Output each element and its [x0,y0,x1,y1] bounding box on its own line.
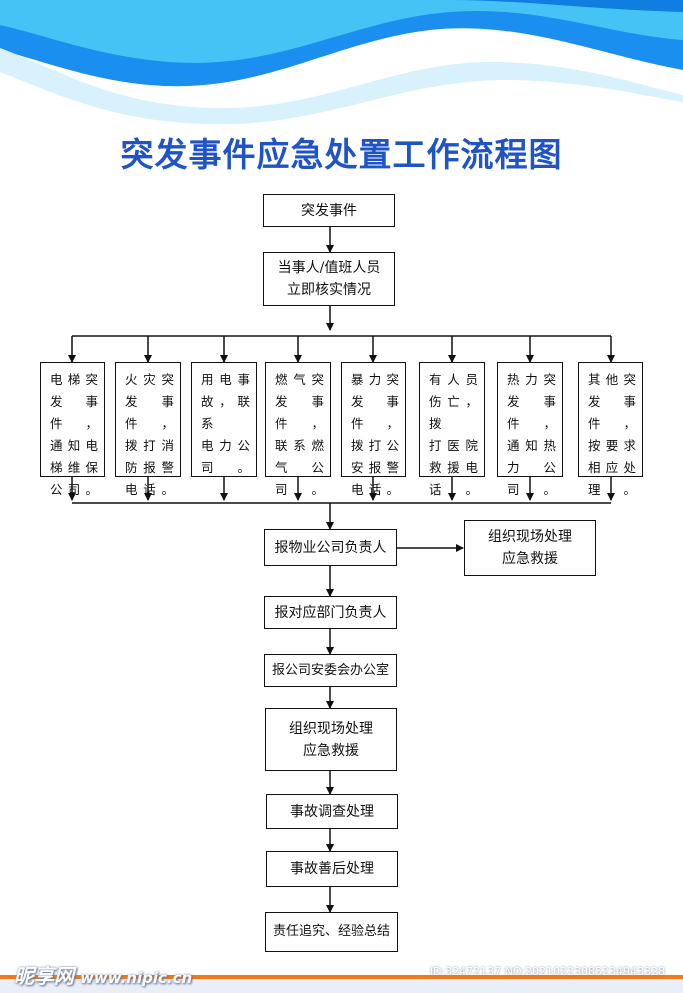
category-other: 其他突 发事件， 按要求 相应处 理。 [578,362,643,497]
step-investigate: 事故调查处理 [266,794,398,829]
category-casualty: 有人员 伤亡，拨 打医院 救援电 话。 [419,362,485,497]
category-electric: 用电事 故，联系 电力公 司。 [191,362,257,477]
category-fire: 火灾突 发事件， 拨打消 防报警 电话。 [115,362,181,497]
category-elevator: 电梯突 发事件， 通知电 梯维保 公司。 [40,362,105,497]
category-violence: 暴力突 发事件， 拨打公 安报警 电话。 [341,362,406,497]
watermark-id: ID:32472137 NO:20210223085234943328 [429,965,665,978]
page-title: 突发事件应急处置工作流程图 [120,135,563,174]
category-gas: 燃气突 发事件， 联系燃 气公司。 [265,362,331,497]
watermark-logo: 昵享网 www.nipic.cn [14,960,192,989]
step-report-property: 报物业公司负责人 [264,529,397,566]
step-report-dept: 报对应部门负责人 [264,596,397,629]
watermark-site: www.nipic.cn [80,969,193,987]
step-aftermath: 事故善后处理 [266,851,398,887]
watermark-logo-text: 昵享网 [14,964,74,988]
step-rescue: 组织现场处理 应急救援 [265,708,397,771]
footer-accent-line [0,975,683,979]
step-sudden-event: 突发事件 [263,194,395,227]
step-summary: 责任追究、经验总结 [265,912,398,952]
category-heating: 热力突 发事件， 通知热 力公司。 [497,362,563,497]
footer-bar [0,975,683,993]
step-side-rescue: 组织现场处理 应急救援 [464,520,596,576]
step-report-safety: 报公司安委会办公室 [264,654,397,687]
wave-header-decoration [0,0,683,130]
step-verify: 当事人/值班人员 立即核实情况 [263,252,395,306]
